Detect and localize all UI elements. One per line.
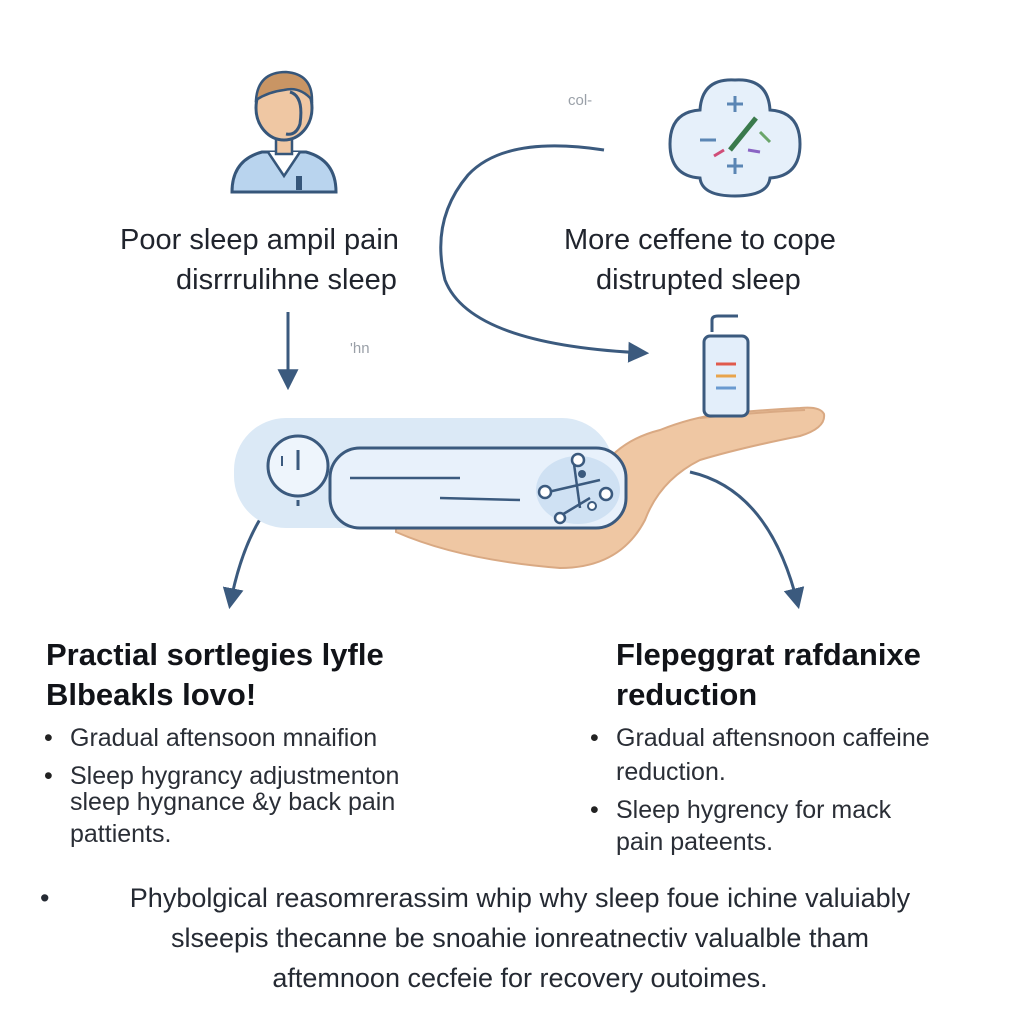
left-panel-heading-line1: Practial sortlegies lyfle — [46, 637, 384, 672]
footer-note: • Phybolgical reasomrerassim whip why sl… — [40, 878, 1000, 998]
list-item: Gradual aftensnoon caffeine — [590, 722, 930, 754]
list-item: Sleep hygrancy adjustmenton — [44, 760, 399, 792]
footer-bullet: • — [40, 883, 50, 913]
top-left-caption-line2: disrrrulihne sleep — [176, 264, 397, 296]
arrow-loop — [439, 144, 650, 363]
right-panel-heading-line2: reduction — [616, 677, 758, 712]
right-panel-heading-line1: Flepeggrat rafdanixe — [616, 637, 921, 672]
clock-icon — [266, 434, 330, 506]
left-panel-bullet-continuation-1: sleep hygnance &y back pain — [70, 788, 396, 816]
right-panel-bullet-continuation-1: reduction. — [616, 758, 726, 786]
top-left-caption-line1: Poor sleep ampil pain — [120, 224, 399, 256]
left-panel-heading-line2: Blbeakls lovo! — [46, 677, 257, 712]
small-label-middle: 'hn — [350, 340, 370, 357]
caffeine-drink-icon — [702, 314, 750, 418]
top-right-caption-line2: distrupted sleep — [596, 264, 801, 296]
left-panel-bullets: Gradual aftensoon mnaifion Sleep hygranc… — [44, 722, 399, 792]
nerve-molecule-icon — [536, 452, 620, 525]
arrow-bottom-right — [689, 470, 805, 610]
right-panel-bullets: Gradual aftensnoon caffeine — [590, 722, 930, 754]
brain-cloud-icon — [668, 78, 802, 198]
footer-line1: Phybolgical reasomrerassim whip why slee… — [129, 883, 911, 913]
top-right-caption-line1: More ceffene to cope — [564, 224, 836, 256]
list-item: Sleep hygrency for mack — [590, 794, 891, 826]
right-panel-bullets-second: Sleep hygrency for mack — [590, 794, 891, 826]
footer-line3: aftemnoon cecfeie for recovery outoimes. — [272, 963, 768, 993]
right-panel-bullet-continuation-2: pain pateents. — [616, 828, 774, 856]
list-item: Gradual aftensoon mnaifion — [44, 722, 399, 754]
person-icon — [230, 70, 338, 194]
footer-line2: slseepis thecanne be snoahie ionreatnect… — [171, 923, 869, 953]
left-panel-bullet-continuation-2: pattients. — [70, 820, 172, 848]
small-label-upper: col- — [568, 92, 593, 109]
